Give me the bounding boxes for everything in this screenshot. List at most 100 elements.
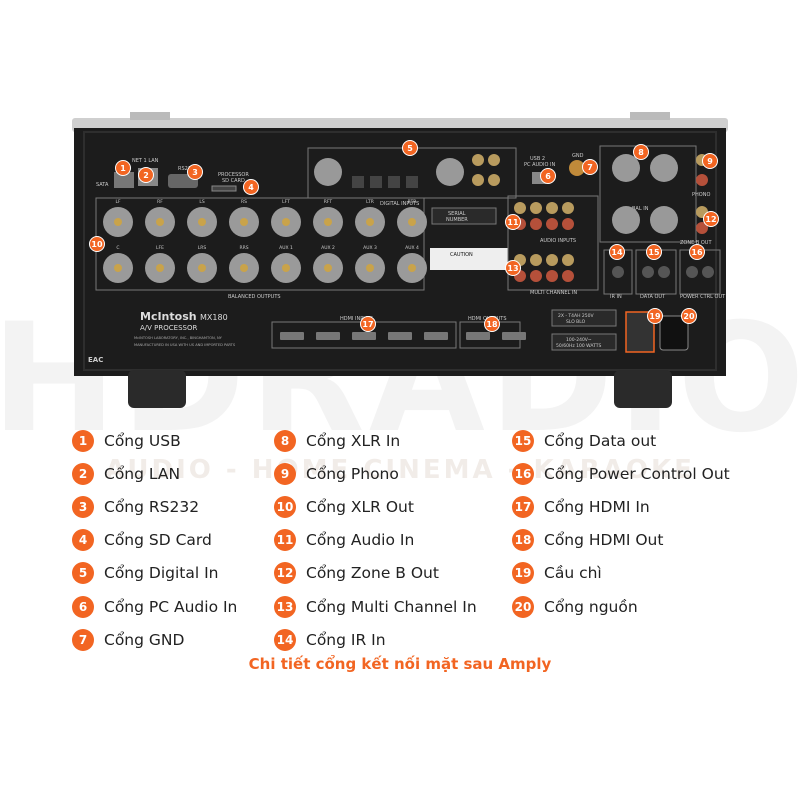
legend-number-badge: 17 (512, 495, 534, 518)
multi-channel-rca[interactable] (530, 270, 542, 282)
legend-label: Cầu chì (544, 564, 602, 583)
gnd-terminal[interactable] (569, 160, 585, 176)
xlr-output-label: LS (199, 199, 205, 205)
legend-label: Cổng GND (104, 630, 185, 649)
audio-input-rca[interactable] (530, 218, 542, 230)
label-ir-in: IR IN (610, 294, 622, 300)
coax-input[interactable] (488, 154, 500, 166)
callout-number: 9 (707, 157, 713, 166)
power-inlet[interactable] (659, 315, 689, 351)
legend-number-badge: 7 (72, 628, 94, 651)
xlr-in[interactable] (650, 206, 678, 234)
coax-inputs (472, 154, 500, 186)
xlr-in[interactable] (612, 206, 640, 234)
maker-line: McINTOSH LABORATORY, INC., BINGHAMTON, N… (134, 336, 223, 340)
label-sata: SATA (96, 182, 109, 188)
coax-input[interactable] (472, 174, 484, 186)
audio-input-rca[interactable] (546, 202, 558, 214)
audio-inputs (514, 202, 574, 230)
usb-port[interactable] (114, 172, 134, 188)
optical-input[interactable] (388, 176, 400, 188)
caption: Chi tiết cổng kết nối mặt sau Amply (248, 655, 552, 673)
legend-number-badge: 19 (512, 562, 534, 585)
xlr-output-label: LFE (156, 245, 164, 251)
legend-number-badge: 12 (274, 562, 296, 585)
phono-input[interactable] (696, 174, 708, 186)
hdmi-port[interactable] (316, 332, 340, 340)
callout-number: 16 (691, 248, 703, 257)
callout-number: 1 (120, 164, 126, 173)
callout-number: 11 (507, 218, 519, 227)
xlr-pin (198, 218, 206, 226)
legend-number-badge: 1 (72, 429, 94, 452)
xlr-output-label: LF (115, 199, 121, 205)
hdmi-port[interactable] (424, 332, 448, 340)
aes-input-right[interactable] (436, 158, 464, 186)
label-digital-inputs: DIGITAL INPUTS (380, 201, 419, 207)
aes-input-left[interactable] (314, 158, 342, 186)
legend-number-badge: 4 (72, 529, 94, 552)
xlr-in[interactable] (612, 154, 640, 182)
label-serial-number: NUMBER (446, 217, 468, 223)
legend-number-badge: 20 (512, 595, 534, 618)
multi-channel-rca[interactable] (530, 254, 542, 266)
multi-channel-inputs (514, 254, 574, 282)
label-hdmi-inputs: HDMI INPUTS (340, 316, 373, 322)
eac-mark: EAC (88, 356, 103, 364)
optical-input[interactable] (406, 176, 418, 188)
optical-input[interactable] (370, 176, 382, 188)
ir-in-jack[interactable] (612, 266, 624, 278)
callout-badge (703, 211, 719, 227)
power-ctrl-jack[interactable] (702, 266, 714, 278)
callout-number: 15 (648, 248, 660, 257)
legend-label: Cổng Audio In (306, 531, 415, 550)
coax-input[interactable] (488, 174, 500, 186)
multi-channel-rca[interactable] (546, 270, 558, 282)
hdmi-port[interactable] (352, 332, 376, 340)
coax-input[interactable] (472, 154, 484, 166)
legend-number-badge: 3 (72, 495, 94, 518)
audio-input-rca[interactable] (562, 202, 574, 214)
legend-number-badge: 6 (72, 595, 94, 618)
power-ctrl-jack[interactable] (686, 266, 698, 278)
data-out-jack[interactable] (658, 266, 670, 278)
audio-input-rca[interactable] (562, 218, 574, 230)
hdmi-port[interactable] (466, 332, 490, 340)
xlr-output-label: LFT (282, 199, 290, 205)
xlr-pin (114, 264, 122, 272)
multi-channel-rca[interactable] (546, 254, 558, 266)
audio-input-rca[interactable] (514, 202, 526, 214)
label-rs232: RS232 (178, 166, 194, 172)
callout-badge (505, 260, 521, 276)
xlr-pin (240, 264, 248, 272)
data-out-jack[interactable] (642, 266, 654, 278)
xlr-in[interactable] (650, 154, 678, 182)
audio-input-rca[interactable] (546, 218, 558, 230)
callout-badge (646, 244, 662, 260)
sd-card-slot[interactable] (211, 185, 237, 192)
hdmi-port[interactable] (388, 332, 412, 340)
fuse-holder[interactable] (625, 311, 655, 353)
callout-badge (484, 316, 500, 332)
optical-input[interactable] (352, 176, 364, 188)
multi-channel-rca[interactable] (562, 270, 574, 282)
callout-badge (243, 179, 259, 195)
multi-channel-rca[interactable] (562, 254, 574, 266)
xlr-pin (156, 264, 164, 272)
optical-inputs (352, 176, 418, 188)
legend-number-badge: 15 (512, 429, 534, 452)
xlr-pin (156, 218, 164, 226)
audio-input-rca[interactable] (530, 202, 542, 214)
hdmi-port[interactable] (280, 332, 304, 340)
hdmi-port[interactable] (502, 332, 526, 340)
zone-b-out[interactable] (696, 222, 708, 234)
